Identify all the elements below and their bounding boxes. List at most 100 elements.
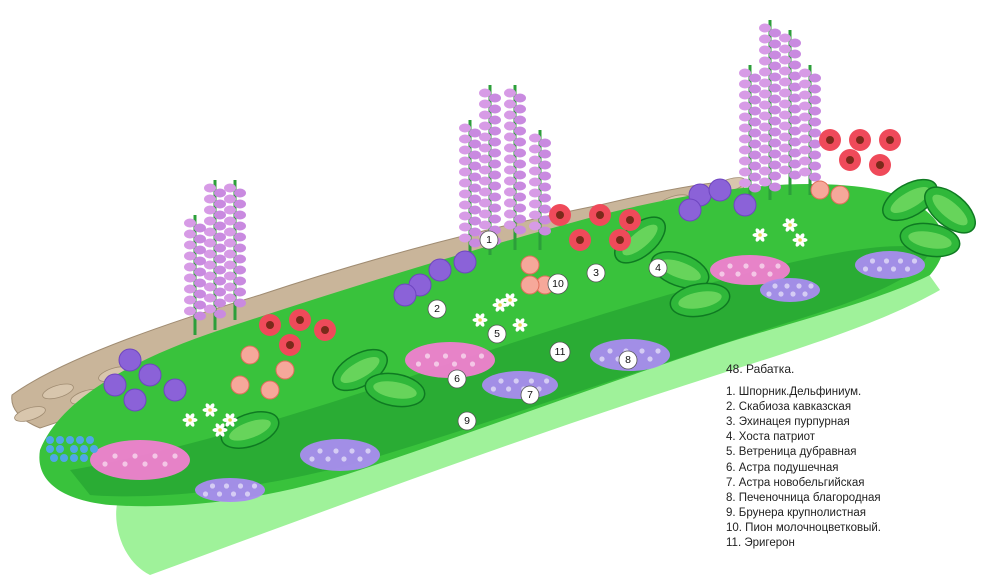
delphinium-floret (779, 143, 791, 153)
echinacea-center (576, 236, 584, 244)
delphinium-floret (504, 209, 516, 219)
anemone-petal (475, 313, 481, 320)
anemone-petal (479, 313, 485, 320)
anemone-center (518, 323, 522, 327)
svg-text:3: 3 (593, 267, 599, 279)
delphinium-floret (749, 95, 761, 105)
delphinium-floret (469, 172, 481, 182)
peony-flower (260, 380, 280, 400)
delphinium-floret (184, 229, 196, 239)
delphinium-floret (759, 23, 771, 33)
delphinium-floret (789, 71, 801, 81)
delphinium-floret (459, 189, 471, 199)
delphinium-floret (809, 117, 821, 127)
aster-floret (808, 283, 814, 289)
delphinium-floret (739, 156, 751, 166)
delphinium-floret (504, 99, 516, 109)
delphinium-floret (769, 116, 781, 126)
delphinium-floret (504, 121, 516, 131)
delphinium-floret (204, 227, 216, 237)
aster-floret (775, 263, 781, 269)
echinacea-center (616, 236, 624, 244)
delphinium-floret (224, 205, 236, 215)
delphinium-floret (749, 150, 761, 160)
delphinium-floret (769, 61, 781, 71)
delphinium-floret (234, 210, 246, 220)
aster-floret (735, 271, 741, 277)
brunnera-flower (70, 454, 78, 462)
delphinium-floret (749, 84, 761, 94)
legend-item: 8. Печеночница благородная (726, 491, 881, 504)
delphinium-floret (214, 199, 226, 209)
delphinium-floret (459, 222, 471, 232)
aster-floret (897, 258, 904, 264)
aster-cushion (300, 439, 380, 471)
delphinium-floret (469, 161, 481, 171)
anemone-petal (229, 420, 235, 427)
delphinium-floret (749, 73, 761, 83)
delphinium-floret (779, 110, 791, 120)
aster-floret (490, 386, 496, 392)
aster-floret (478, 353, 485, 359)
aster-cushion (482, 371, 558, 399)
aster-cushion (855, 251, 925, 279)
delphinium-floret (204, 271, 216, 281)
delphinium-floret (759, 133, 771, 143)
marker-9: 9 (457, 411, 477, 431)
delphinium-floret (739, 90, 751, 100)
echinacea-center (626, 216, 634, 224)
delphinium-floret (194, 300, 206, 310)
aster-floret (876, 266, 883, 272)
delphinium-floret (514, 93, 526, 103)
anemone-petal (795, 233, 801, 240)
svg-text:11: 11 (555, 346, 566, 358)
delphinium-floret (224, 238, 236, 248)
aster-floret (102, 461, 108, 467)
marker-2: 2 (427, 299, 447, 319)
delphinium-floret (789, 159, 801, 169)
delphinium-floret (789, 49, 801, 59)
delphinium-floret (234, 265, 246, 275)
delphinium-floret (514, 181, 526, 191)
legend-title: 48. Рабатка. (726, 362, 795, 376)
delphinium-floret (539, 204, 551, 214)
svg-text:10: 10 (552, 278, 564, 290)
delphinium-floret (799, 101, 811, 111)
peony-flower (275, 360, 295, 380)
delphinium-floret (479, 209, 491, 219)
delphinium-floret (234, 221, 246, 231)
aster-floret (796, 283, 802, 289)
marker-11: 11 (549, 341, 571, 363)
delphinium-floret (479, 165, 491, 175)
delphinium-floret (789, 38, 801, 48)
anemone-petal (495, 298, 501, 305)
legend-item: 10. Пион молочноцветковый. (726, 521, 881, 534)
delphinium-floret (504, 220, 516, 230)
delphinium-floret (809, 139, 821, 149)
delphinium-floret (184, 218, 196, 228)
delphinium-floret (469, 194, 481, 204)
aster-floret (655, 348, 661, 354)
peony-flower (240, 345, 260, 365)
delphinium-floret (749, 172, 761, 182)
delphinium-floret (479, 176, 491, 186)
legend-item: 11. Эригерон (726, 537, 795, 550)
anemone-petal (189, 420, 195, 427)
svg-text:9: 9 (464, 415, 470, 427)
hosta-leaf-highlight (659, 259, 701, 281)
aster-floret (244, 491, 251, 497)
brunnera-flower (90, 445, 98, 453)
anemone-petal (799, 233, 805, 240)
anemone-petal (515, 318, 521, 325)
anemone-center (498, 303, 502, 307)
scabiosa-flower (163, 378, 187, 402)
delphinium-floret (769, 149, 781, 159)
delphinium-floret (539, 226, 551, 236)
hosta-leaf-highlight (890, 187, 930, 213)
scabiosa-flower (733, 193, 757, 217)
delphinium-floret (479, 187, 491, 197)
delphinium-floret (539, 160, 551, 170)
legend-item: 2. Скабиоза кавказская (726, 401, 852, 414)
marker-7: 7 (520, 385, 540, 405)
delphinium-floret (459, 211, 471, 221)
